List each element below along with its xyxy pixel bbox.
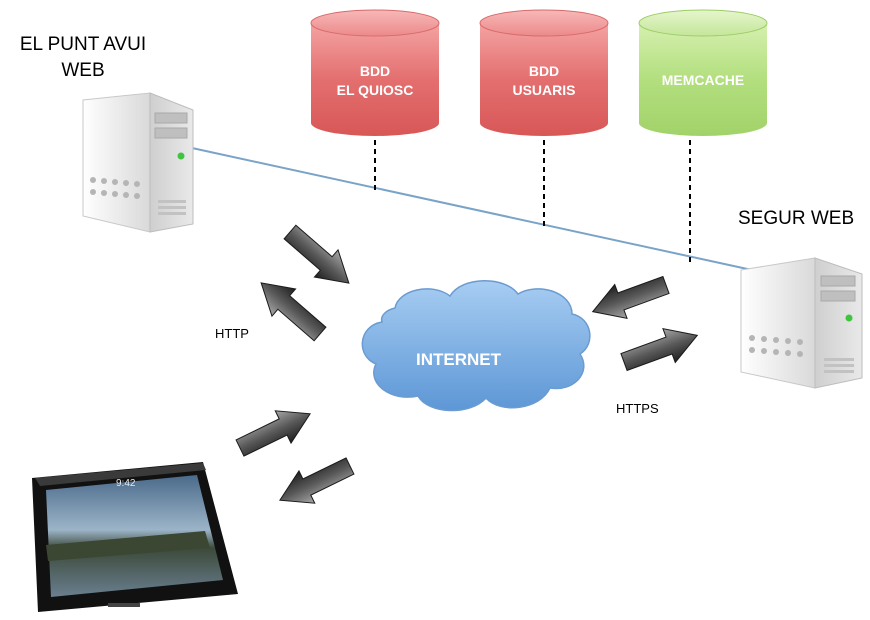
db-quiosc-cylinder: [310, 9, 440, 136]
internet-cloud: [361, 280, 591, 412]
https-request-arrow: [617, 317, 704, 380]
web-server-title-line2: WEB: [61, 60, 105, 81]
db-usuaris-line1: BDD: [528, 63, 560, 79]
secure-server-icon: [740, 257, 863, 389]
db-usuaris-label: BDD USUARIS: [480, 62, 608, 100]
db-quiosc-line1: BDD: [359, 63, 391, 79]
internet-label: INTERNET: [416, 350, 501, 369]
db-quiosc-label: BDD EL QUIOSC: [311, 62, 439, 100]
tablet-response-arrow: [271, 449, 359, 517]
secure-server-title: SEGUR WEB: [738, 208, 855, 229]
db-quiosc-line2: EL QUIOSC: [336, 82, 414, 98]
web-server-title: EL PUNT AVUI WEB: [8, 32, 158, 84]
web-server-icon: [82, 92, 194, 233]
memcache-cylinder: [638, 9, 768, 136]
http-request-arrow: [277, 217, 362, 298]
tablet-device-icon: [32, 462, 238, 612]
https-response-arrow: [586, 267, 673, 330]
server-link-line: [191, 147, 753, 271]
memcache-label: MEMCACHE: [661, 72, 745, 88]
web-server-title-line1: EL PUNT AVUI: [19, 34, 147, 55]
https-label: HTTPS: [616, 401, 659, 416]
tablet-request-arrow: [231, 397, 319, 465]
db-usuaris-line2: USUARIS: [512, 82, 576, 98]
db-usuaris-cylinder: [479, 9, 609, 136]
http-response-arrow: [248, 268, 333, 349]
http-label: HTTP: [215, 326, 249, 341]
tablet-clock: 9:42: [116, 478, 136, 489]
